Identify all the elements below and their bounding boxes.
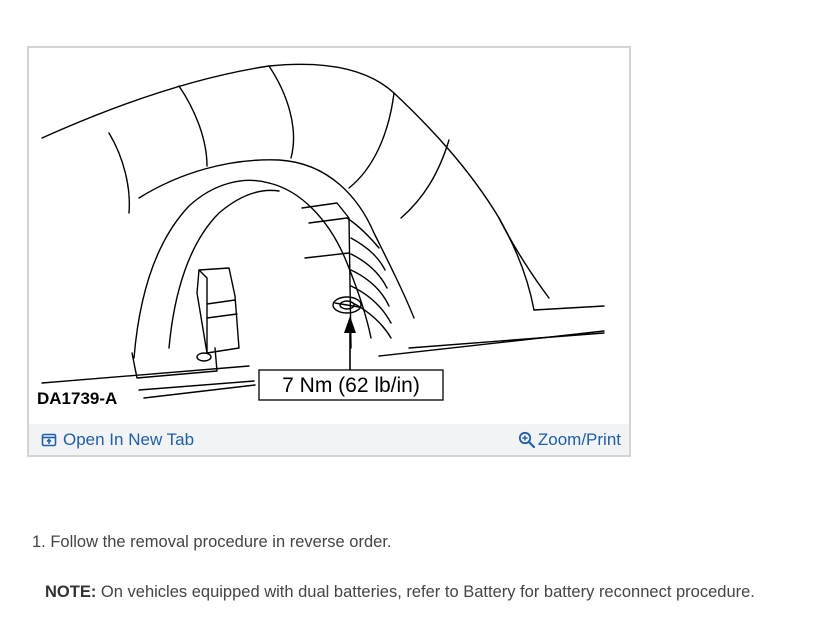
figure-toolbar: Open In New Tab Zoom/Print bbox=[29, 424, 629, 455]
open-in-new-tab-link[interactable]: Open In New Tab bbox=[41, 430, 194, 450]
procedure-step: 1. Follow the removal procedure in rever… bbox=[32, 533, 392, 551]
technical-illustration: 7 Nm (62 lb/in) DA1739-A bbox=[37, 63, 605, 408]
note: NOTE: On vehicles equipped with dual bat… bbox=[45, 583, 755, 602]
note-body: On vehicles equipped with dual batteries… bbox=[96, 583, 755, 601]
zoom-in-icon bbox=[518, 431, 536, 449]
zoom-print-link[interactable]: Zoom/Print bbox=[518, 430, 621, 450]
zoom-print-label: Zoom/Print bbox=[537, 430, 621, 449]
torque-callout: 7 Nm (62 lb/in) bbox=[282, 374, 420, 397]
drawing-id: DA1739-A bbox=[37, 389, 117, 408]
figure-frame: 7 Nm (62 lb/in) DA1739-A Open In New Tab bbox=[27, 46, 631, 457]
note-label: NOTE: bbox=[45, 583, 97, 601]
open-in-new-tab-label: Open In New Tab bbox=[63, 430, 195, 449]
open-new-tab-icon bbox=[41, 432, 57, 448]
